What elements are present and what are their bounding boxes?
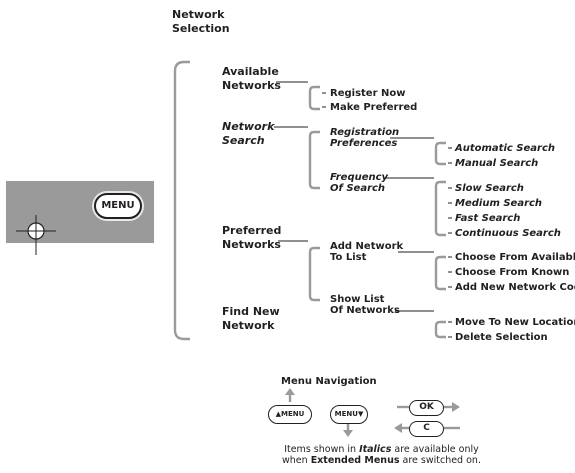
menu-manual-search[interactable]: Manual Search	[455, 158, 539, 169]
ok-key: OK	[409, 400, 444, 416]
menu-up-key: ▲MENU	[268, 405, 312, 424]
c-key: C	[409, 421, 444, 437]
menu-down-key: MENU▼	[330, 405, 368, 424]
menu-button[interactable]: MENU	[94, 193, 142, 219]
extended-menus-note: Items shown in Italics are available onl…	[282, 444, 481, 466]
menu-add-new-network-code[interactable]: Add New Network Code	[455, 282, 575, 293]
menu-slow-search[interactable]: Slow Search	[455, 183, 524, 194]
menu-register-now[interactable]: Register Now	[330, 88, 406, 99]
crosshair-icon	[16, 215, 56, 255]
menu-fast-search[interactable]: Fast Search	[455, 213, 521, 224]
menu-automatic-search[interactable]: Automatic Search	[455, 143, 556, 154]
menu-delete-selection[interactable]: Delete Selection	[455, 332, 548, 343]
diagram-title: Network Selection	[172, 8, 230, 35]
menu-choose-from-known[interactable]: Choose From Known	[455, 267, 570, 278]
phone-display: MENU	[6, 181, 154, 255]
menu-make-preferred[interactable]: Make Preferred	[330, 102, 418, 113]
menu-choose-from-available[interactable]: Choose From Available	[455, 252, 575, 263]
menu-navigation-title: Menu Navigation	[281, 376, 377, 387]
menu-medium-search[interactable]: Medium Search	[455, 198, 543, 209]
menu-move-to-new-location[interactable]: Move To New Location	[455, 317, 575, 328]
menu-continuous-search[interactable]: Continuous Search	[455, 228, 561, 239]
